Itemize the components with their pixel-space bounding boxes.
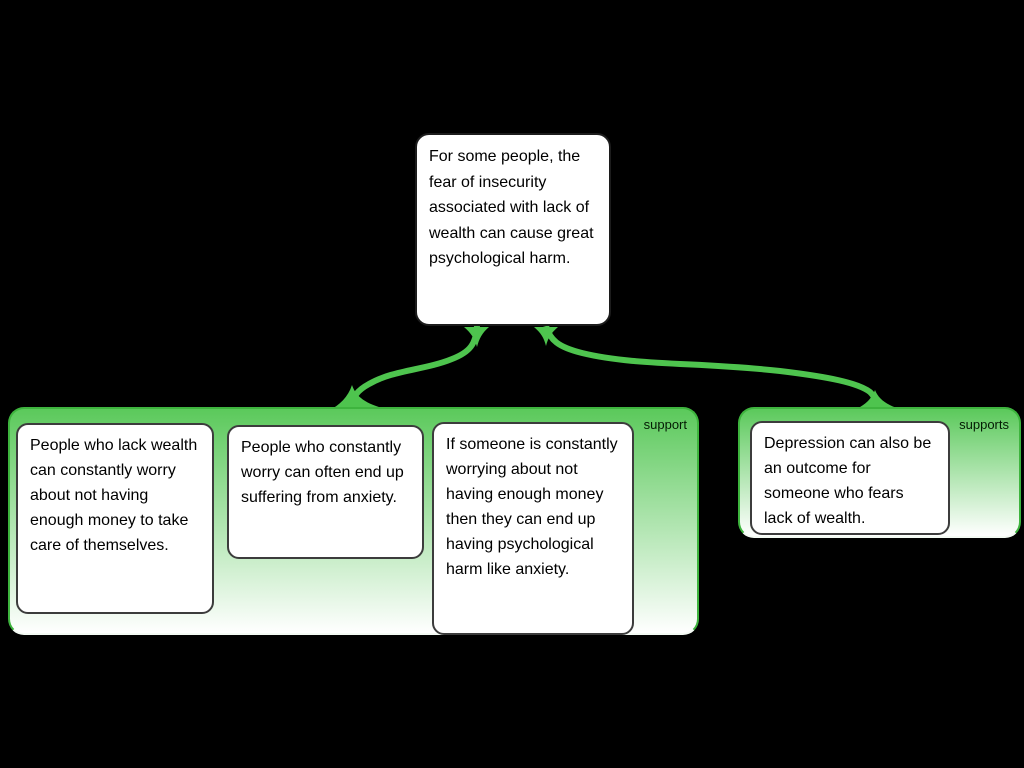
support-edge-right <box>534 325 906 411</box>
premise-node[interactable]: People who constantly worry can often en… <box>227 425 424 559</box>
premise-node[interactable]: People who lack wealth can constantly wo… <box>16 423 214 614</box>
relation-label: support <box>643 417 687 432</box>
support-group[interactable]: support People who lack wealth can const… <box>8 407 699 635</box>
relation-label: supports <box>959 417 1009 432</box>
claim-node[interactable]: For some people, the fear of insecurity … <box>415 133 611 326</box>
premise-node[interactable]: Depression can also be an outcome for so… <box>750 421 950 535</box>
premise-node[interactable]: If someone is constantly worrying about … <box>432 422 634 635</box>
supports-group[interactable]: supports Depression can also be an outco… <box>738 407 1021 538</box>
support-edge-left <box>328 325 489 411</box>
